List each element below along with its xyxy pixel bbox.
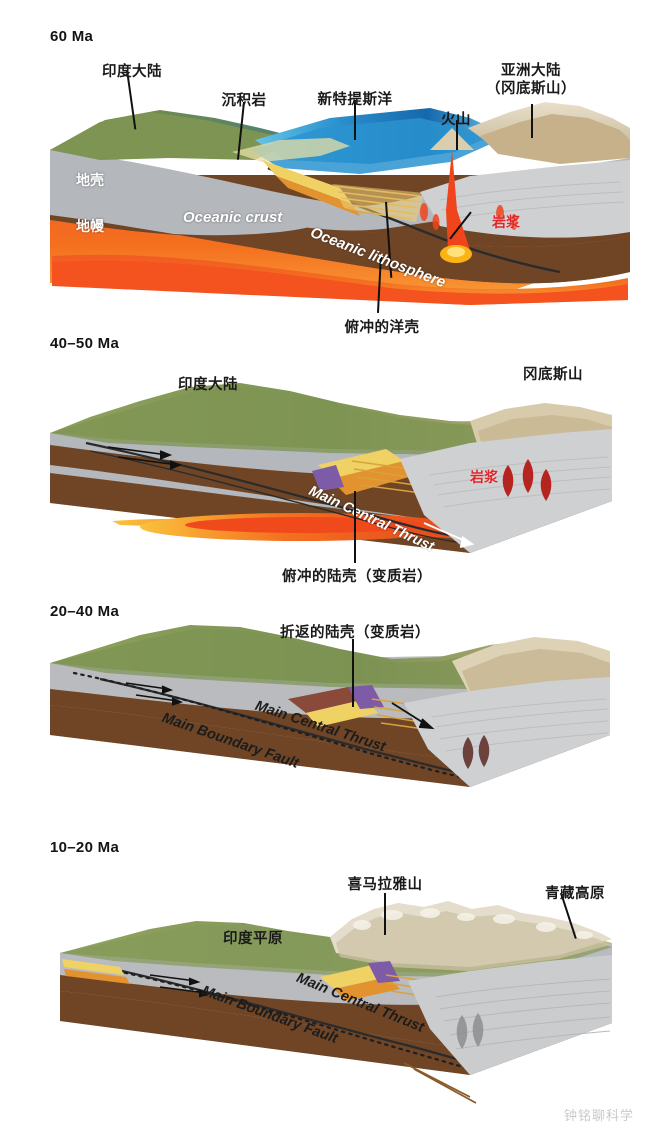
label-crust: 地壳: [76, 172, 104, 188]
label-tibetan-plateau: 青藏高原: [545, 886, 605, 902]
block-diagram-20-40ma: [50, 625, 610, 787]
watermark: 钟铭聊科学: [563, 1108, 634, 1123]
label-magma-p2: 岩浆: [470, 469, 498, 485]
label-neo-tethys-ocean: 新特提斯洋: [317, 92, 393, 108]
leader-subducting-continental-crust: [354, 491, 356, 563]
label-mantle: 地幔: [76, 218, 104, 234]
leader-neo-tethys: [354, 100, 356, 140]
stage-label-10-20ma: 10–20 Ma: [50, 839, 120, 856]
block-diagram-60ma: [50, 102, 630, 305]
stage-label-60ma: 60 Ma: [50, 28, 94, 45]
label-exhumed-continental-crust: 折返的陆壳（变质岩）: [280, 625, 430, 641]
label-himalaya-mountains: 喜马拉雅山: [347, 877, 423, 893]
block-diagram-10-20ma: [60, 901, 612, 1104]
leader-volcano: [456, 120, 458, 150]
label-volcano: 火山: [441, 112, 471, 128]
block-diagram-40-50ma: [50, 383, 612, 553]
panel-10-20ma: 10–20 Ma: [0, 825, 650, 1134]
label-asian-continent-line2: （冈底斯山）: [486, 81, 576, 98]
label-asian-continent: 亚洲大陆 （冈底斯山）: [486, 62, 576, 98]
leader-himalaya: [384, 893, 386, 935]
panel-40-50ma: 40–50 Ma: [0, 325, 650, 595]
stage-label-40-50ma: 40–50 Ma: [50, 335, 120, 352]
label-indian-plain: 印度平原: [223, 931, 283, 947]
label-indian-continent: 印度大陆: [102, 64, 162, 80]
label-magma: 岩浆: [492, 214, 520, 230]
label-sedimentary-rock: 沉积岩: [221, 93, 267, 109]
leader-asian-continent: [531, 104, 533, 138]
panel-20-40ma: 20–40 Ma: [0, 595, 650, 825]
label-indian-continent-p2: 印度大陆: [178, 377, 238, 393]
label-asian-continent-line1: 亚洲大陆: [501, 63, 561, 79]
label-oceanic-crust: Oceanic crust: [183, 209, 283, 226]
leader-exhumed-continental-crust: [352, 639, 354, 707]
label-subducting-oceanic-crust: 俯冲的洋壳: [344, 320, 420, 336]
label-gangdese-mountains: 冈底斯山: [523, 367, 583, 383]
stage-label-20-40ma: 20–40 Ma: [50, 603, 120, 620]
panel-60ma: 60 Ma: [0, 0, 650, 336]
label-subducting-continental-crust: 俯冲的陆壳（变质岩）: [282, 569, 432, 585]
